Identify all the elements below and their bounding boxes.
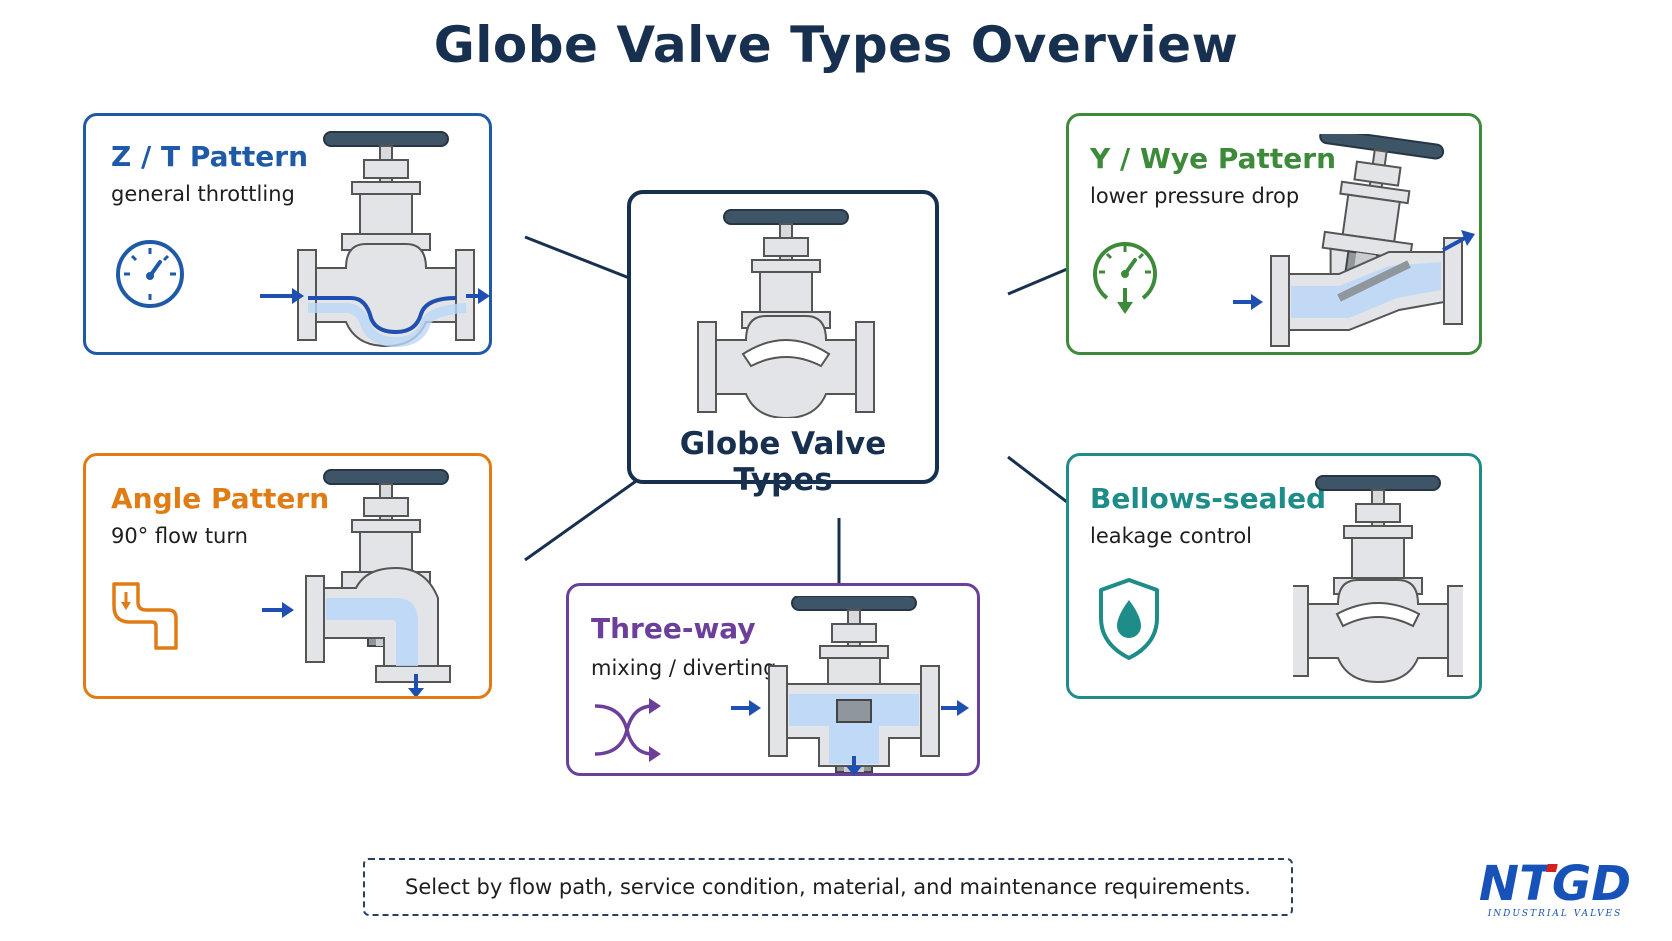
card-angle-title: Angle Pattern — [111, 482, 330, 515]
threeway-valve-illustration — [731, 596, 969, 776]
center-card: Globe Valve Types — [627, 190, 939, 498]
brand-tagline: INDUSTRIAL VALVES — [1487, 909, 1623, 919]
shield-drop-icon — [1099, 578, 1159, 660]
angle-valve-illustration — [262, 469, 451, 696]
footer-note: Select by flow path, service condition, … — [363, 858, 1293, 916]
card-y-pattern: Y / Wye Pattern lower pressure drop — [1066, 113, 1482, 355]
card-zt-title: Z / T Pattern — [111, 140, 309, 173]
card-three-way: Three-way mixing / diverting — [566, 583, 980, 776]
center-valve-illustration — [697, 209, 875, 418]
card-bellows-title: Bellows-sealed — [1090, 482, 1327, 515]
brand-logo: NTGD INDUSTRIAL VALVES — [1479, 858, 1631, 919]
page-title: Globe Valve Types Overview — [433, 16, 1239, 74]
card-zt-pattern: Z / T Pattern general throttling — [83, 113, 492, 355]
y-valve-illustration — [1233, 134, 1475, 347]
card-y-title: Y / Wye Pattern — [1090, 142, 1337, 175]
card-bellows-subtitle: leakage control — [1090, 524, 1253, 548]
card-zt-subtitle: general throttling — [111, 182, 295, 206]
crossing-arrows-icon — [594, 698, 661, 762]
card-y-subtitle: lower pressure drop — [1090, 184, 1300, 208]
center-title: Globe Valve Types — [679, 426, 887, 498]
card-threeway-title: Three-way — [591, 612, 756, 645]
bellows-valve-illustration — [1293, 475, 1463, 683]
card-bellows-sealed: Bellows-sealed leakage control — [1066, 453, 1482, 699]
card-threeway-subtitle: mixing / diverting — [591, 656, 777, 680]
angle-flow-icon — [112, 582, 178, 650]
pressure-gauge-icon — [116, 240, 184, 308]
gauge-down-arrow-icon — [1093, 242, 1157, 314]
card-angle-subtitle: 90° flow turn — [111, 524, 248, 548]
zt-valve-illustration — [260, 131, 490, 348]
card-angle-pattern: Angle Pattern 90° flow turn — [83, 453, 492, 699]
